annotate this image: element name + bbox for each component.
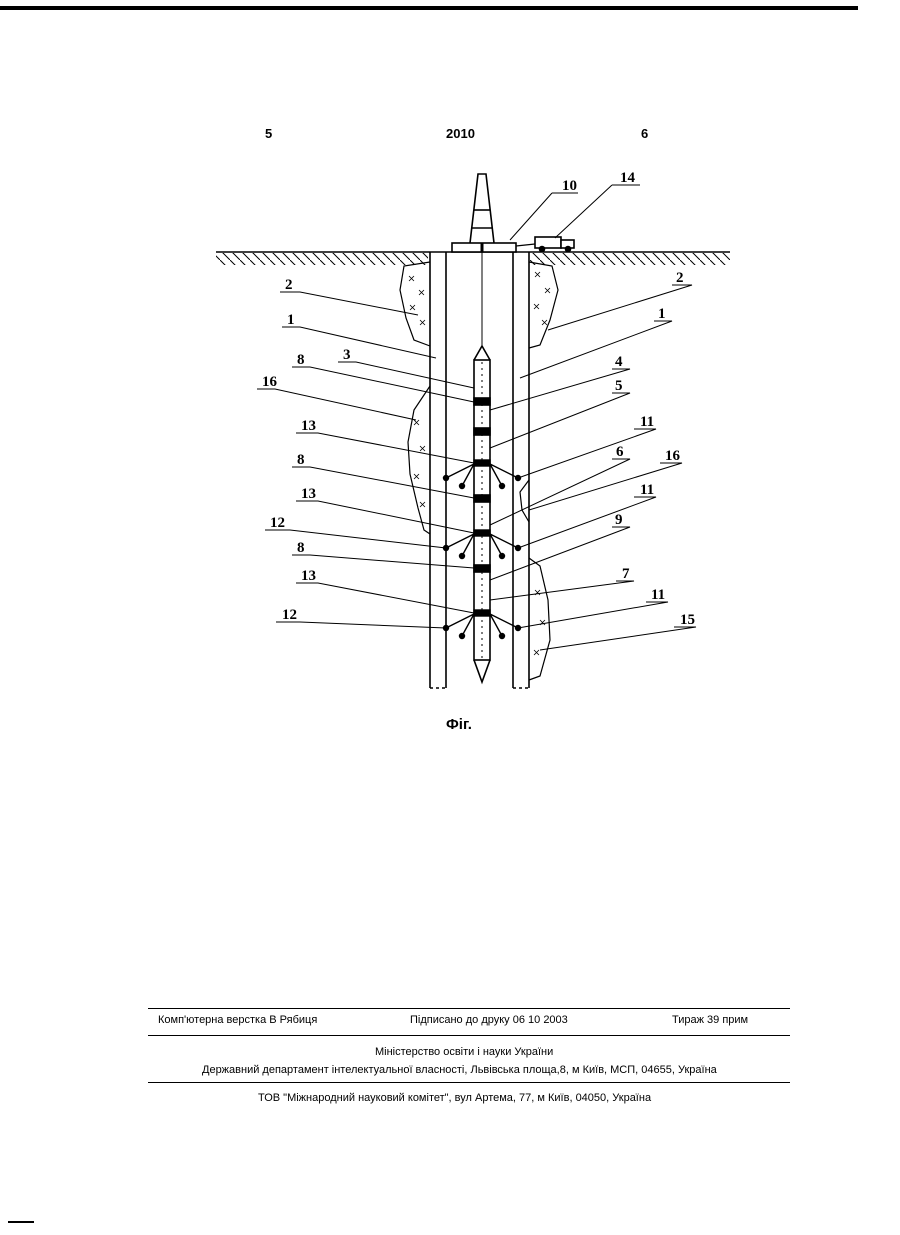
- callout-label-8: 8: [297, 452, 305, 468]
- footer-circulation: Тираж 39 прим: [672, 1014, 748, 1026]
- zone-mid-left: [408, 386, 430, 534]
- callout-label-16: 16: [665, 448, 681, 464]
- callout-label-8: 8: [297, 540, 305, 556]
- callout-label-1: 1: [287, 312, 295, 328]
- callout-label-11: 11: [640, 414, 654, 430]
- derrick-icon: [470, 174, 494, 243]
- charge-band-2: [474, 428, 490, 435]
- footer-rule-middle: [148, 1035, 790, 1036]
- callout-label-11: 11: [651, 587, 665, 603]
- winch-truck-icon: [516, 237, 574, 252]
- footer-layout-credit: Комп'ютерна верстка В Рябиця: [158, 1014, 317, 1026]
- rig-base: [452, 243, 516, 252]
- callout-label-4: 4: [615, 354, 623, 370]
- callout-label-10: 10: [562, 178, 577, 194]
- callout-label-12: 12: [282, 607, 297, 623]
- zone-lower-right: [529, 558, 550, 680]
- footer-signed-date: Підписано до друку 06 10 2003: [410, 1014, 568, 1026]
- callout-label-3: 3: [343, 347, 351, 363]
- callout-label-7: 7: [622, 566, 630, 582]
- corner-scan-mark: [8, 1221, 34, 1223]
- charge-band-1: [474, 398, 490, 405]
- footer-rule-top: [148, 1008, 790, 1009]
- callout-label-13: 13: [301, 486, 316, 502]
- tool-string-top: [474, 346, 490, 360]
- figure-caption: Фіг.: [446, 716, 472, 733]
- zone-mid-right: [520, 480, 529, 522]
- footer-department: Державний департамент інтелектуальної вл…: [202, 1064, 717, 1076]
- casing-left-wall: [430, 252, 446, 688]
- callout-label-2: 2: [285, 277, 293, 293]
- callout-label-6: 6: [616, 444, 624, 460]
- charge-band-4: [474, 565, 490, 572]
- callout-label-1: 1: [658, 306, 666, 322]
- callout-label-8: 8: [297, 352, 305, 368]
- footer-publisher: ТОВ "Міжнародний науковий комітет", вул …: [258, 1092, 651, 1104]
- callout-label-5: 5: [615, 378, 623, 394]
- ground-hatch-left: [216, 253, 428, 265]
- ground-hatch-right: [530, 253, 730, 265]
- casing-right-wall: [513, 252, 529, 688]
- footer-ministry: Міністерство освіти і науки України: [375, 1046, 553, 1058]
- zone-upper-right: [529, 262, 558, 348]
- charge-band-3: [474, 495, 490, 502]
- callout-label-2: 2: [676, 270, 684, 286]
- callout-label-11: 11: [640, 482, 654, 498]
- callout-label-13: 13: [301, 418, 316, 434]
- callout-label-16: 16: [262, 374, 278, 390]
- callout-label-12: 12: [270, 515, 285, 531]
- callout-label-14: 14: [620, 170, 636, 186]
- callout-label-15: 15: [680, 612, 695, 628]
- callout-label-13: 13: [301, 568, 316, 584]
- callout-label-9: 9: [615, 512, 623, 528]
- zone-upper-left: [400, 262, 430, 346]
- footer-rule-bottom: [148, 1082, 790, 1083]
- tool-string-tip: [474, 660, 490, 682]
